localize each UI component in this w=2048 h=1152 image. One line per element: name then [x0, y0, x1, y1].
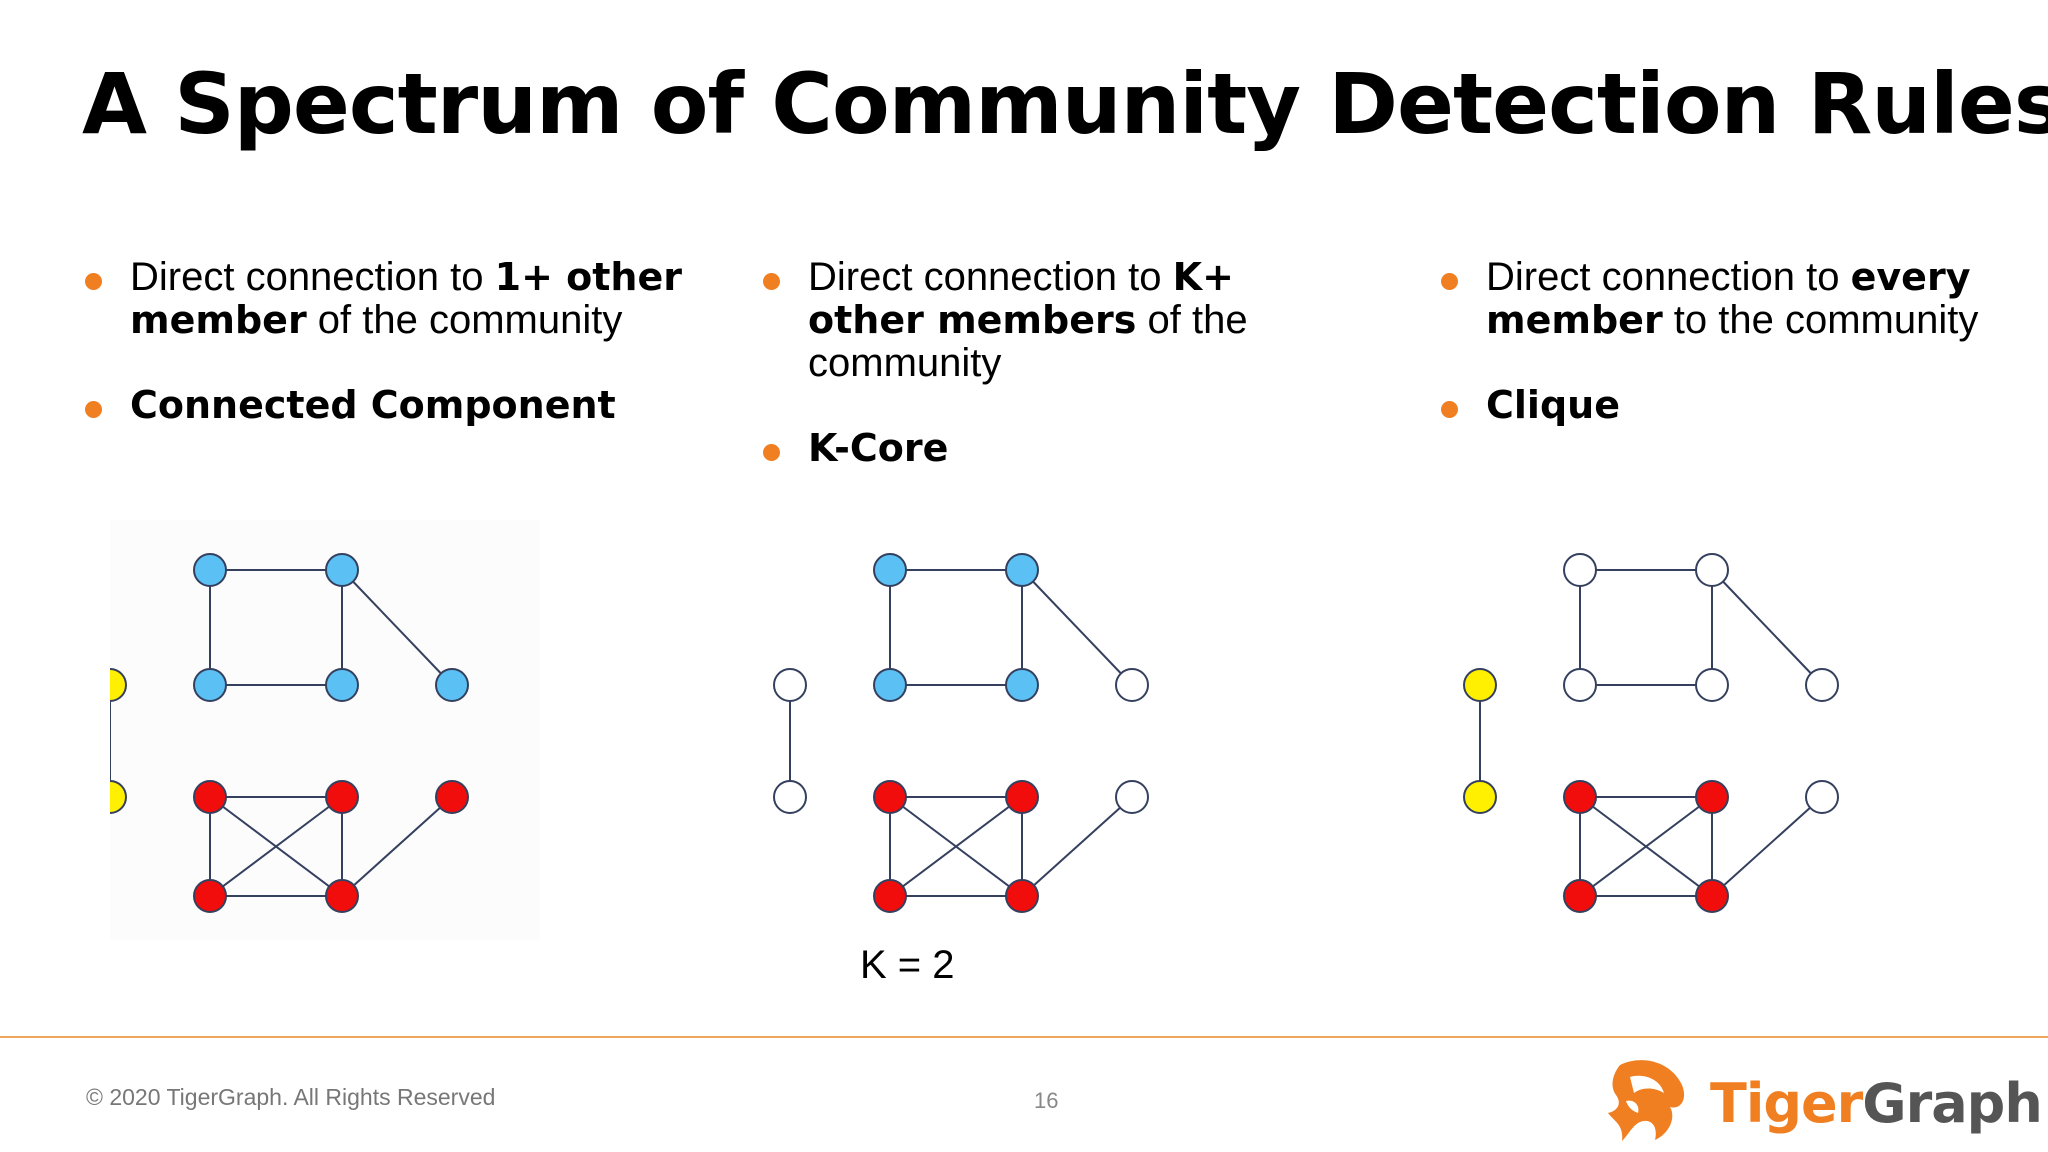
graph-node-blue: [193, 668, 227, 702]
graph-node-blue: [325, 668, 359, 702]
graph-node-red: [873, 780, 907, 814]
rule-column-connected-component: Direct connection to 1+ other member of …: [82, 256, 682, 427]
graph-node-white: [1805, 668, 1839, 702]
bullet-dot-icon: [1441, 401, 1458, 418]
k-value-label: K = 2: [860, 943, 955, 987]
graph-edge: [209, 796, 343, 897]
rule-name: Clique: [1438, 384, 2038, 427]
graph-node-red: [193, 780, 227, 814]
graph-edge: [1021, 569, 1133, 686]
graph-node-red: [1695, 879, 1729, 913]
footer-divider: [0, 1036, 2048, 1038]
rule-name: K-Core: [760, 427, 1360, 470]
graph-node-yellow: [110, 780, 127, 814]
graph-node-blue: [1005, 668, 1039, 702]
graph-node-blue: [873, 553, 907, 587]
graph-node-white: [1115, 780, 1149, 814]
graph-node-white: [773, 780, 807, 814]
graph-edge: [1711, 796, 1823, 897]
graph-node-red: [1005, 780, 1039, 814]
graph-edge: [1021, 796, 1133, 897]
graph-node-blue: [873, 668, 907, 702]
page-number: 16: [1034, 1088, 1059, 1113]
graph-node-white: [1695, 553, 1729, 587]
graph-node-yellow: [1463, 780, 1497, 814]
graph-node-red: [325, 879, 359, 913]
rule-description: Direct connection to K+ other members of…: [760, 256, 1360, 385]
graph-node-white: [1563, 553, 1597, 587]
rule-description: Direct connection to every member to the…: [1438, 256, 2038, 342]
graph-node-red: [873, 879, 907, 913]
rule-description: Direct connection to 1+ other member of …: [82, 256, 682, 342]
graph-node-red: [435, 780, 469, 814]
bullet-dot-icon: [763, 273, 780, 290]
graph-node-yellow: [110, 668, 127, 702]
graph-node-white: [1563, 668, 1597, 702]
graph-node-red: [1005, 879, 1039, 913]
graph-k-core: [773, 553, 1149, 913]
graph-node-blue: [193, 553, 227, 587]
rule-column-clique: Direct connection to every member to the…: [1438, 256, 2038, 427]
bullet-dot-icon: [85, 273, 102, 290]
graph-edge: [889, 796, 1023, 897]
copyright-text: © 2020 TigerGraph. All Rights Reserved: [86, 1084, 496, 1110]
bullet-dot-icon: [85, 401, 102, 418]
graph-node-red: [1563, 780, 1597, 814]
graph-node-blue: [435, 668, 469, 702]
graph-node-white: [773, 668, 807, 702]
graph-node-red: [1563, 879, 1597, 913]
graph-connected-component: [110, 520, 540, 940]
brand-logo-text: TigerGraph: [1710, 1072, 2043, 1135]
graph-node-yellow: [1463, 668, 1497, 702]
graph-clique: [1463, 553, 1839, 913]
graph-node-red: [193, 879, 227, 913]
rule-column-k-core: Direct connection to K+ other members of…: [760, 256, 1360, 470]
graph-edge: [341, 569, 453, 686]
graph-edge: [1711, 569, 1823, 686]
graph-node-white: [1695, 668, 1729, 702]
graph-edge: [1579, 796, 1713, 897]
graph-node-red: [1695, 780, 1729, 814]
bullet-dot-icon: [1441, 273, 1458, 290]
graph-node-white: [1805, 780, 1839, 814]
slide-title: A Spectrum of Community Detection Rules: [82, 55, 2048, 153]
bullet-dot-icon: [763, 444, 780, 461]
tiger-head-icon: [1608, 1060, 1685, 1141]
graph-node-blue: [325, 553, 359, 587]
graph-node-white: [1115, 668, 1149, 702]
rule-name: Connected Component: [82, 384, 682, 427]
graph-node-red: [325, 780, 359, 814]
graph-edge: [341, 796, 453, 897]
graph-node-blue: [1005, 553, 1039, 587]
